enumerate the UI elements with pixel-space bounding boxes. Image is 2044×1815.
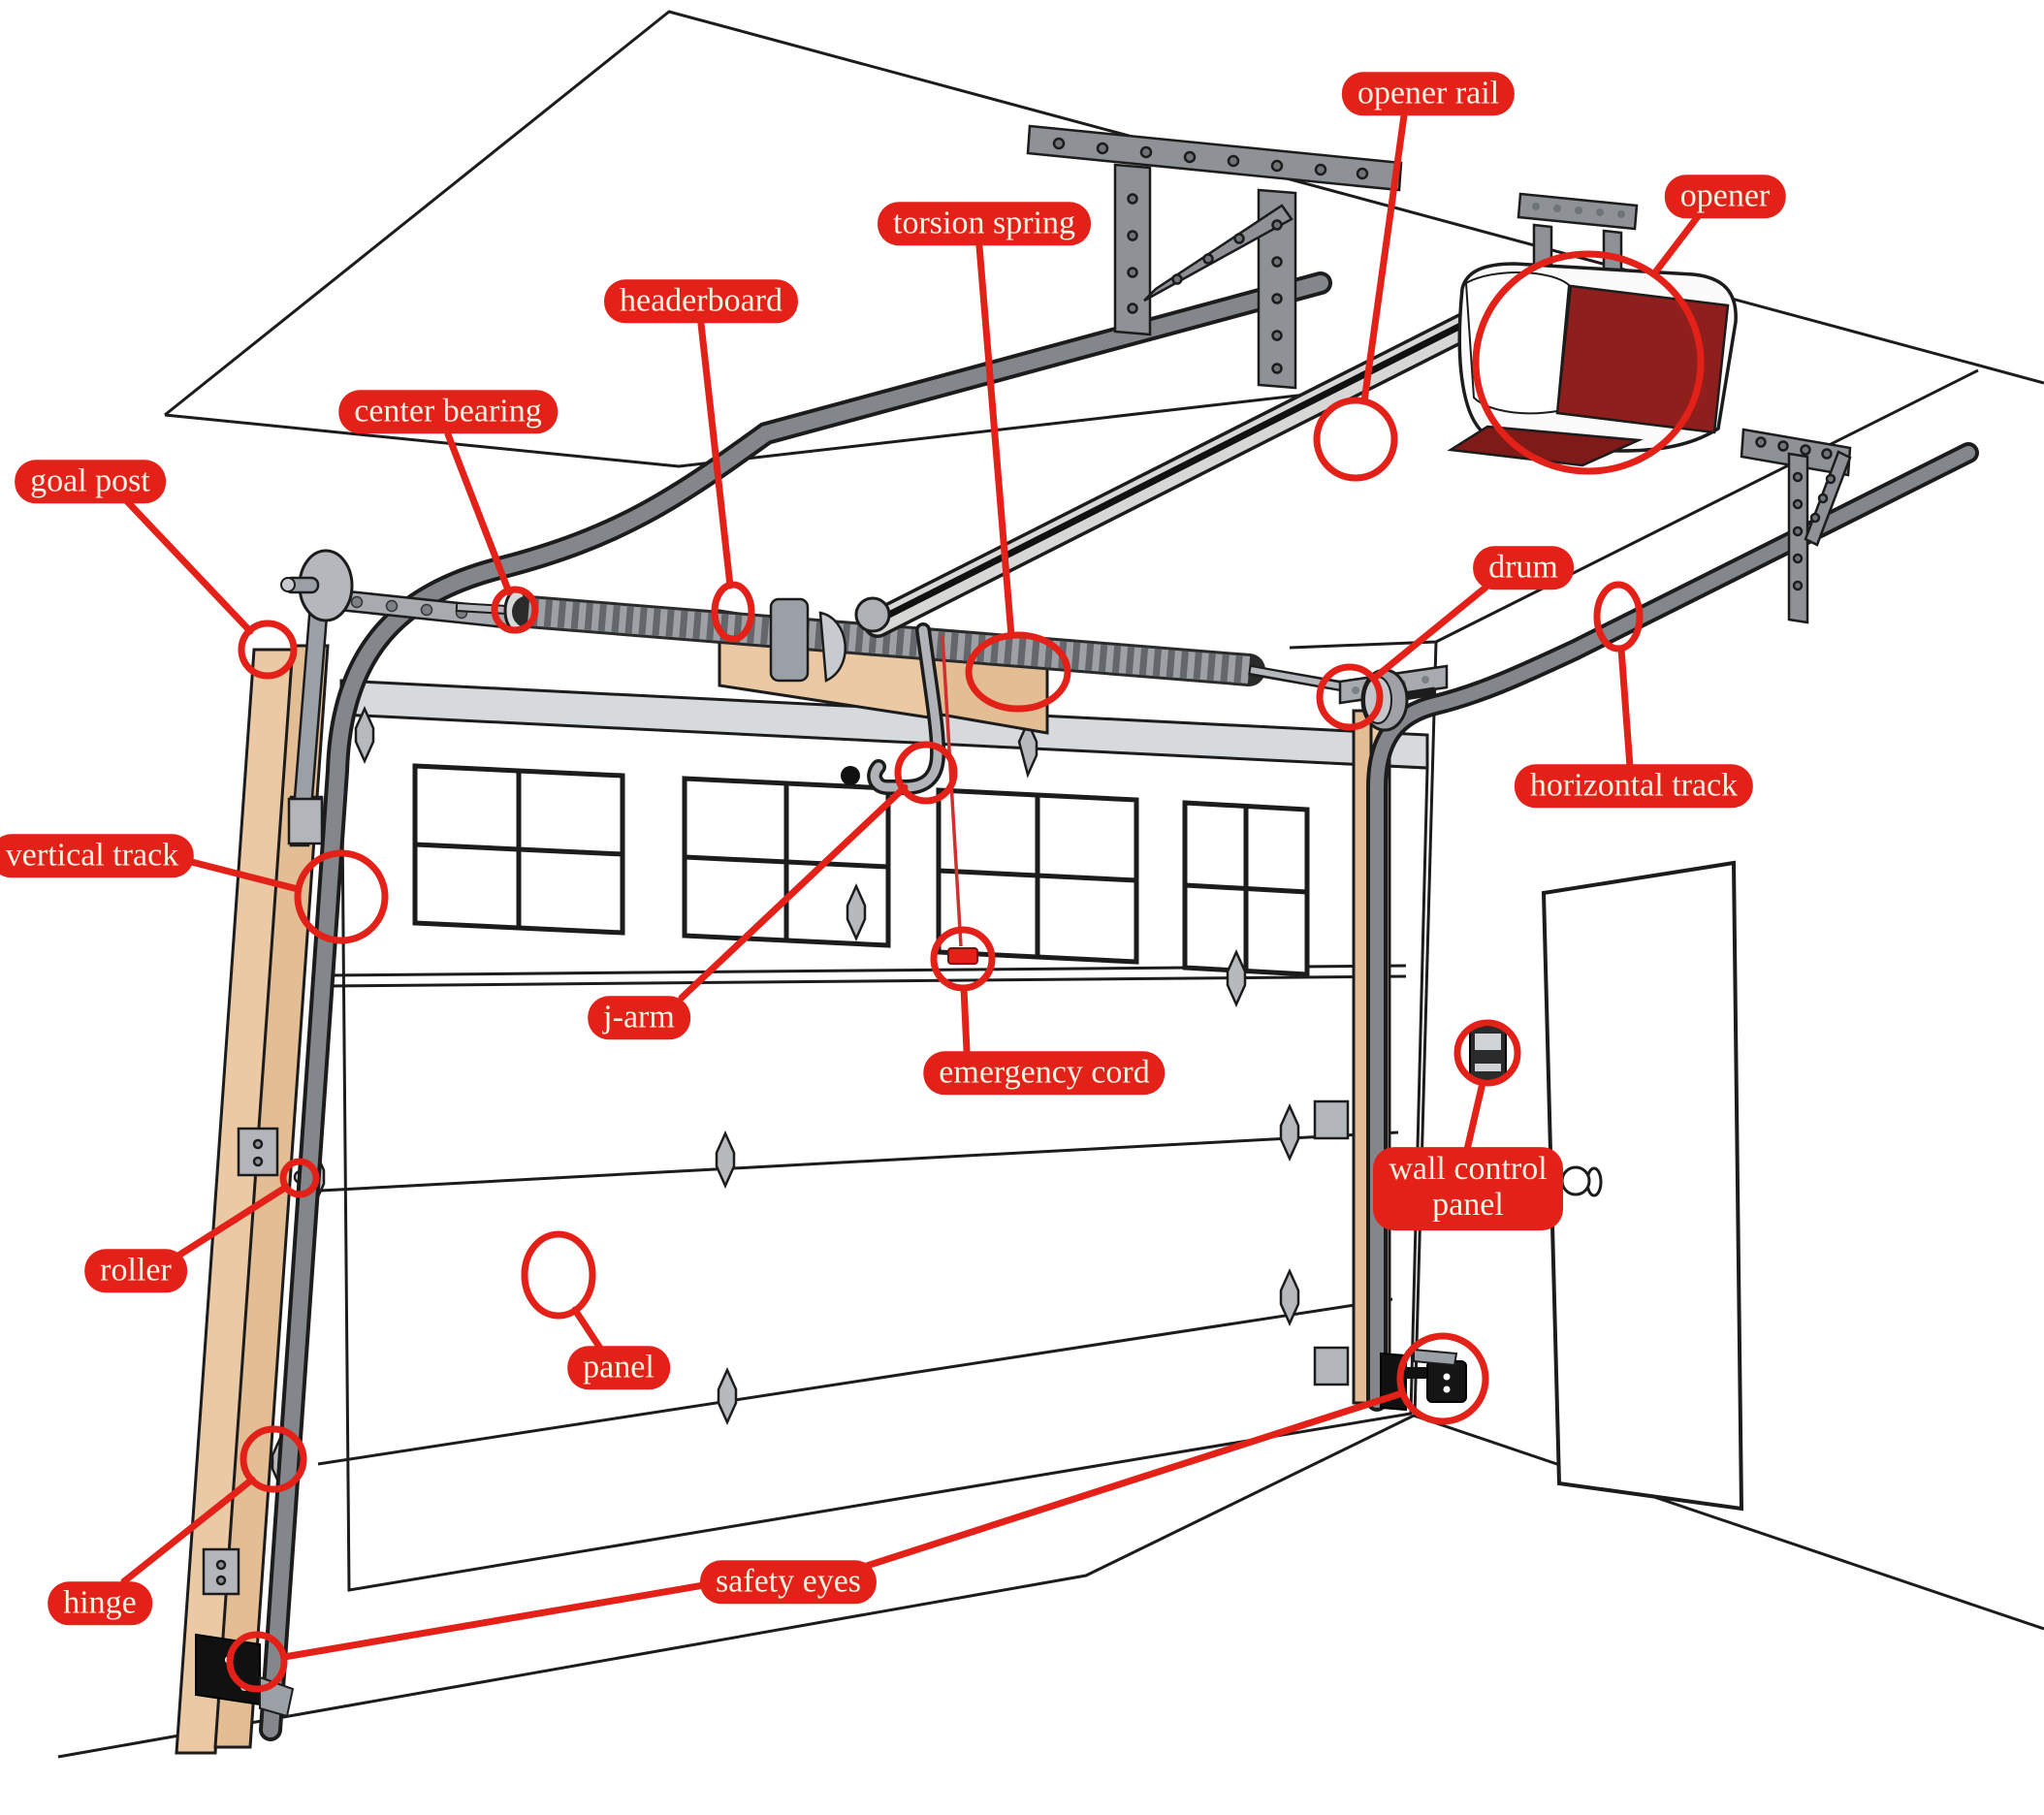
opener-rail bbox=[769, 302, 1500, 683]
leader-opener-rail bbox=[1360, 111, 1408, 405]
hinge-plate bbox=[1279, 1267, 1300, 1327]
leader-roller bbox=[175, 1184, 289, 1259]
circle-drum bbox=[1316, 663, 1384, 731]
ceiling-bracket-left bbox=[1026, 124, 1403, 390]
circle-safety-eye-left bbox=[226, 1631, 288, 1693]
leader-opener bbox=[1651, 211, 1703, 276]
circle-center-bearing bbox=[491, 586, 539, 634]
hinge-plate bbox=[846, 882, 867, 942]
circle-safety-eye-right bbox=[1396, 1332, 1489, 1425]
leader-safety-eyes-right bbox=[842, 1389, 1406, 1576]
circle-panel bbox=[521, 1230, 596, 1320]
hinge-plate bbox=[1017, 718, 1038, 779]
label-wall-control-panel: wall control panel bbox=[1373, 1147, 1563, 1230]
circle-roller bbox=[279, 1158, 320, 1198]
hinge-plate bbox=[1279, 1102, 1300, 1162]
leader-center-bearing bbox=[444, 430, 513, 596]
leader-j-arm bbox=[678, 783, 909, 1002]
circle-j-arm bbox=[894, 741, 958, 805]
rail-header-joint bbox=[854, 596, 891, 633]
label-opener: opener bbox=[1664, 175, 1786, 219]
garage-door bbox=[259, 679, 1429, 1592]
window-4 bbox=[1182, 800, 1310, 977]
label-headerboard: headerboard bbox=[603, 279, 799, 324]
leader-panel bbox=[571, 1306, 605, 1353]
label-hinge: hinge bbox=[48, 1581, 152, 1626]
circle-opener bbox=[1472, 250, 1705, 475]
circle-opener-rail bbox=[1313, 397, 1398, 482]
annotations bbox=[120, 111, 1705, 1693]
leader-headerboard bbox=[697, 320, 734, 589]
label-torsion-spring: torsion spring bbox=[878, 202, 1091, 246]
circle-goal-post bbox=[238, 620, 298, 680]
right-track bbox=[1366, 442, 1979, 1412]
leader-safety-eyes-left bbox=[280, 1576, 736, 1661]
doorknob bbox=[1560, 1165, 1591, 1196]
leader-torsion-spring bbox=[975, 242, 1015, 640]
passage-door bbox=[1541, 860, 1744, 1512]
hinge-plate bbox=[715, 1130, 736, 1190]
circle-wall-control bbox=[1453, 1019, 1521, 1087]
hinge-plate bbox=[1226, 948, 1247, 1008]
window-3 bbox=[936, 787, 1139, 965]
label-horizontal-track: horizontal track bbox=[1514, 764, 1754, 809]
label-vertical-track: vertical track bbox=[0, 834, 195, 878]
leader-hinge bbox=[120, 1476, 256, 1585]
label-roller: roller bbox=[84, 1249, 187, 1293]
label-goal-post: goal post bbox=[15, 460, 166, 504]
cord-handle bbox=[947, 947, 978, 965]
label-panel: panel bbox=[567, 1346, 670, 1390]
label-drum: drum bbox=[1473, 546, 1574, 590]
label-j-arm: j-arm bbox=[588, 996, 690, 1040]
window-2 bbox=[682, 776, 891, 948]
ceiling-bracket-right bbox=[1740, 428, 1852, 624]
leader-goal-post bbox=[122, 496, 254, 635]
safety-eye-right bbox=[1380, 1348, 1467, 1412]
wall-control bbox=[1469, 1025, 1507, 1081]
circle-torsion-spring bbox=[965, 631, 1071, 713]
label-center-bearing: center bearing bbox=[338, 390, 558, 434]
floor-lines bbox=[57, 1414, 2044, 1759]
leader-vertical-track bbox=[169, 853, 302, 893]
j-arm bbox=[841, 622, 946, 795]
windows bbox=[412, 763, 1310, 977]
label-emergency-cord: emergency cord bbox=[923, 1051, 1166, 1096]
circle-hinge bbox=[240, 1425, 307, 1493]
leader-wall-control bbox=[1462, 1079, 1486, 1158]
label-safety-eyes: safety eyes bbox=[699, 1560, 878, 1605]
leader-horizontal-track bbox=[1617, 645, 1634, 771]
leader-drum bbox=[1372, 584, 1489, 681]
hinge-plate bbox=[354, 705, 375, 765]
torsion-spring bbox=[455, 589, 1366, 696]
ceiling-lines bbox=[164, 10, 2044, 1417]
hinge-plate bbox=[717, 1366, 738, 1426]
leader-emergency-cord bbox=[960, 984, 971, 1055]
circle-vertical-track bbox=[294, 849, 389, 944]
window-1 bbox=[412, 763, 625, 936]
label-opener-rail: opener rail bbox=[1341, 72, 1516, 116]
